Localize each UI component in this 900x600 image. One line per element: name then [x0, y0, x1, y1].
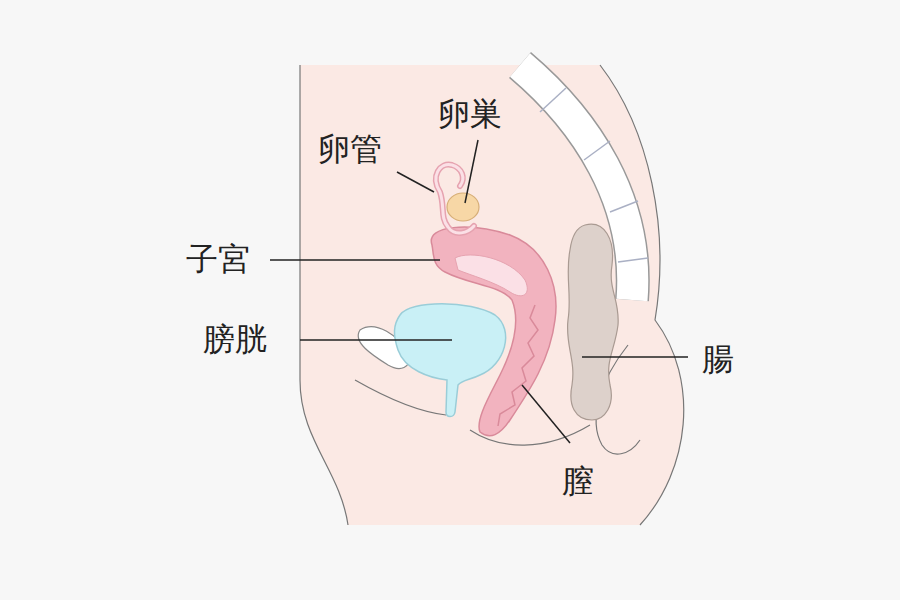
- body-fill: [300, 65, 684, 525]
- part-label: 膀胱: [203, 322, 267, 357]
- ovary: [447, 193, 479, 221]
- part-label: 子宮: [186, 242, 250, 277]
- leader-line: [300, 339, 452, 341]
- part-label: 卵管: [318, 132, 382, 167]
- part-label: 膣: [562, 464, 594, 499]
- part-label: 腸: [702, 342, 734, 377]
- intestine: [567, 224, 618, 420]
- leader-lines: [270, 140, 688, 443]
- uterine-cavity: [455, 255, 527, 296]
- leader-line: [582, 356, 688, 358]
- skin-line: [355, 380, 446, 415]
- part-label: 卵巣: [438, 97, 502, 132]
- leader-line: [397, 172, 434, 192]
- leader-line: [465, 140, 478, 203]
- vaginal-wall: [498, 305, 538, 426]
- leader-line: [270, 259, 440, 261]
- leader-line: [522, 385, 570, 443]
